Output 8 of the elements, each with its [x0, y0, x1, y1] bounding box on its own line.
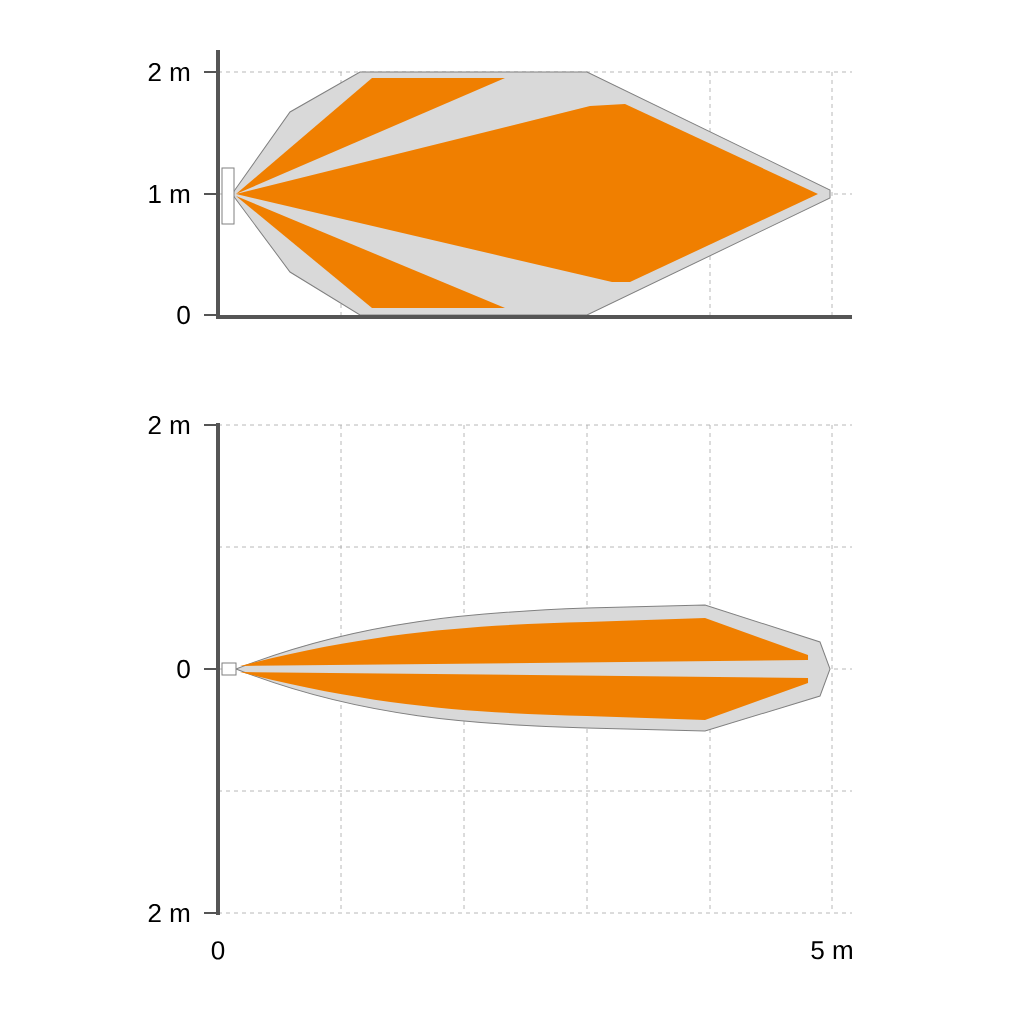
axis-label: 5 m [811, 941, 852, 960]
axis-label: 0 [177, 659, 190, 679]
axis-label: 0 [177, 305, 190, 325]
axis-label: 2 m [148, 903, 190, 923]
axis-label: 2 m [148, 62, 190, 82]
axis-label: 2 m [148, 415, 190, 435]
axis-label: 1 m [149, 185, 190, 203]
axis-label: 0 [211, 941, 225, 960]
